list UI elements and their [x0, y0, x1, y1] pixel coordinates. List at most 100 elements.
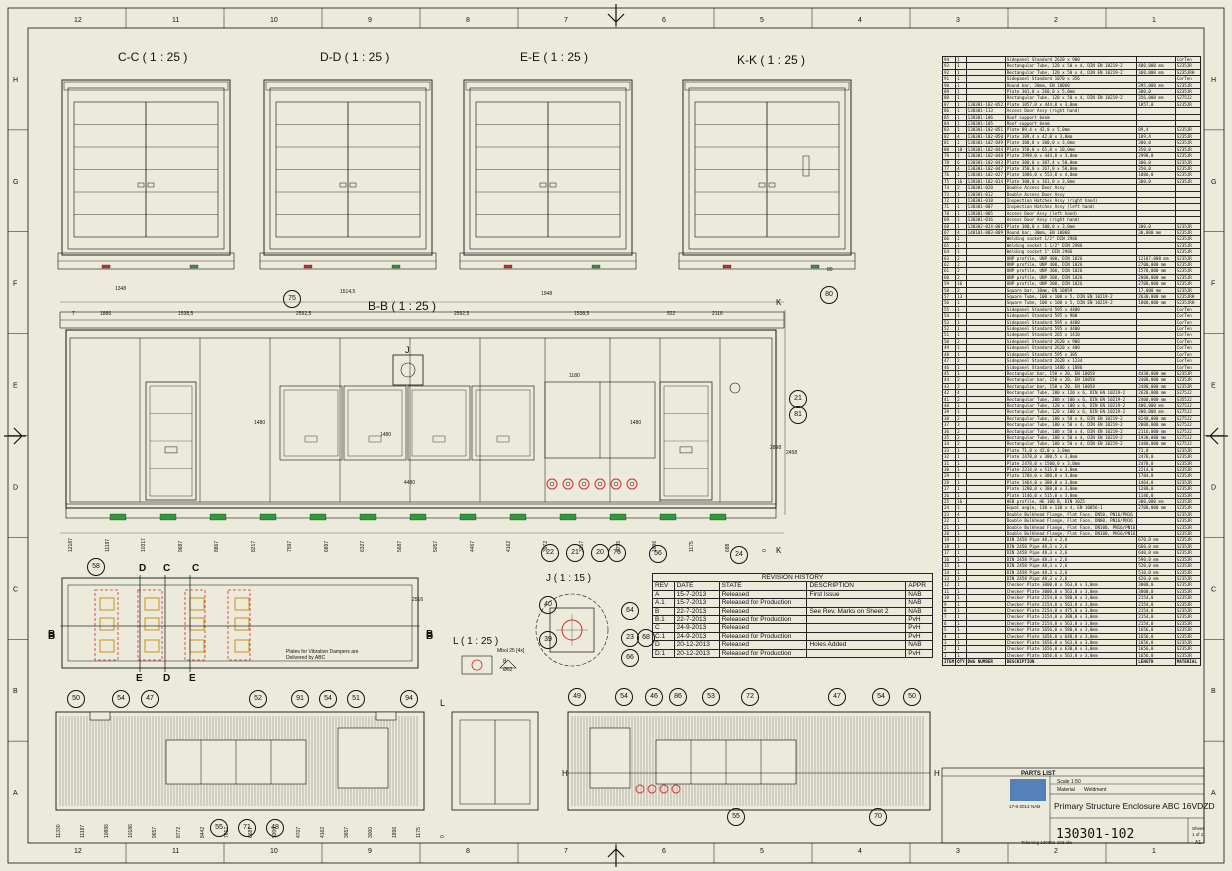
- dimension-label: 522: [667, 311, 676, 317]
- pipe-flange: [578, 478, 590, 490]
- material-value: Weldment: [1084, 787, 1107, 793]
- grid-col-label-bottom: 11: [172, 848, 179, 855]
- item-balloon-86: 86: [669, 688, 687, 706]
- vibration-damper: [303, 264, 313, 269]
- parts-cell: 130301-102-050: [965, 132, 1006, 141]
- parts-cell: 68: [941, 222, 957, 231]
- dimension-label: 4480: [404, 480, 416, 486]
- parts-cell: 22: [941, 517, 957, 525]
- door-panel: [589, 727, 631, 789]
- parts-cell: S235JRH: [1174, 68, 1202, 77]
- damper-zone: [94, 589, 119, 661]
- parts-cell: S235JR: [1174, 530, 1202, 538]
- parts-cell: [1174, 196, 1202, 205]
- parts-cell: 130301-007: [965, 203, 1006, 211]
- dimension-label: 1175: [416, 827, 422, 838]
- grid-col-label-top: 9: [368, 17, 372, 24]
- section-mark-d: D: [139, 563, 147, 574]
- door-handle: [758, 182, 766, 188]
- dimension-label: 3000: [368, 826, 374, 838]
- parts-cell: 6: [941, 619, 957, 628]
- item-balloon-75: 75: [283, 290, 301, 308]
- parts-cell: [965, 606, 1006, 615]
- view-title-bb: B-B ( 1 : 25 ): [368, 299, 437, 313]
- parts-cell: S235JR: [1174, 626, 1202, 634]
- dimension-label: 1514,5: [340, 289, 356, 295]
- grid-col-label-bottom: 6: [662, 848, 666, 855]
- parts-cell: S275J2: [1174, 94, 1202, 102]
- item-balloon-64: 64: [621, 602, 639, 620]
- drawing-number: 130301-102: [1056, 827, 1135, 842]
- grid-col-label-bottom: 4: [858, 848, 862, 855]
- revision-header-cell: STATE: [718, 581, 808, 591]
- parts-cell: [965, 626, 1006, 634]
- dimension-label: 3317: [579, 540, 585, 552]
- inner-frame: [67, 87, 225, 250]
- parts-cell: [965, 555, 1006, 564]
- damper-plate: [591, 264, 601, 269]
- revision-cell: Released for Production: [718, 598, 808, 608]
- parts-cell: S235JR: [1174, 446, 1202, 455]
- parts-cell: 10: [941, 594, 957, 602]
- door-handle: [349, 182, 357, 188]
- parts-cell: S275J2: [1174, 401, 1202, 410]
- pipe-flange: [647, 784, 657, 794]
- parts-cell: [965, 638, 1006, 647]
- parts-cell: S235JR: [1174, 600, 1202, 608]
- parts-cell: S235JR: [1174, 619, 1202, 628]
- vibration-damper: [709, 513, 727, 521]
- manhole-flange: [400, 362, 416, 378]
- parts-cell: Double Bulkhead Flange, Flat Face, DN80,…: [1004, 517, 1138, 525]
- dimension-label: 3972: [542, 540, 549, 552]
- roof-beam: [265, 81, 431, 91]
- damper-plate: [189, 264, 199, 269]
- section-mark-b: B: [48, 631, 56, 642]
- dimension-label: 1180: [569, 373, 580, 379]
- grid-row-label-right: C: [1211, 586, 1216, 593]
- parts-cell: [965, 574, 1006, 583]
- parts-cell: 5: [941, 626, 957, 634]
- parts-cell: 130301-106: [965, 113, 1006, 122]
- drawing-title: Primary Structure Enclosure ABC 16VDZD: [1054, 801, 1215, 811]
- dimension-label: 1538,5: [574, 311, 590, 317]
- revision-header-cell: REV: [652, 581, 675, 591]
- parts-header-cell: DESCRIPTION: [1004, 658, 1138, 666]
- parts-cell: 94: [941, 55, 957, 64]
- item-balloon-49: 49: [568, 688, 586, 706]
- grid-col-label-top: 6: [662, 17, 666, 24]
- l-view-note: Mbol 25 [4x]: [497, 648, 525, 654]
- grid-row-label-right: E: [1211, 383, 1216, 390]
- roof-hatch: [89, 711, 111, 721]
- damper-zone: [227, 589, 251, 661]
- roof-hatch: [375, 711, 397, 721]
- parts-cell: 11: [941, 587, 957, 596]
- parts-cell: CorTen: [1174, 357, 1202, 365]
- parts-cell: S235JR: [1174, 241, 1202, 250]
- socket-fitting: [729, 382, 741, 394]
- view-title-l: L ( 1 : 25 ): [453, 636, 499, 647]
- item-balloon-47: 47: [141, 690, 159, 708]
- revision-cell: [806, 615, 907, 625]
- dimension-label: 9687: [177, 540, 184, 552]
- parts-header-cell: LENGTH: [1136, 658, 1176, 666]
- parts-cell: 130301-102-027: [965, 171, 1006, 179]
- door-handle: [137, 182, 145, 188]
- parts-cell: [965, 241, 1006, 250]
- parts-cell: Double Bulkhead Flange, Flat Face, DN100…: [1004, 530, 1138, 538]
- parts-cell: S235JR: [1174, 517, 1202, 525]
- parts-cell: CorTen: [1174, 312, 1202, 320]
- grid-row-label-right: D: [1211, 484, 1216, 491]
